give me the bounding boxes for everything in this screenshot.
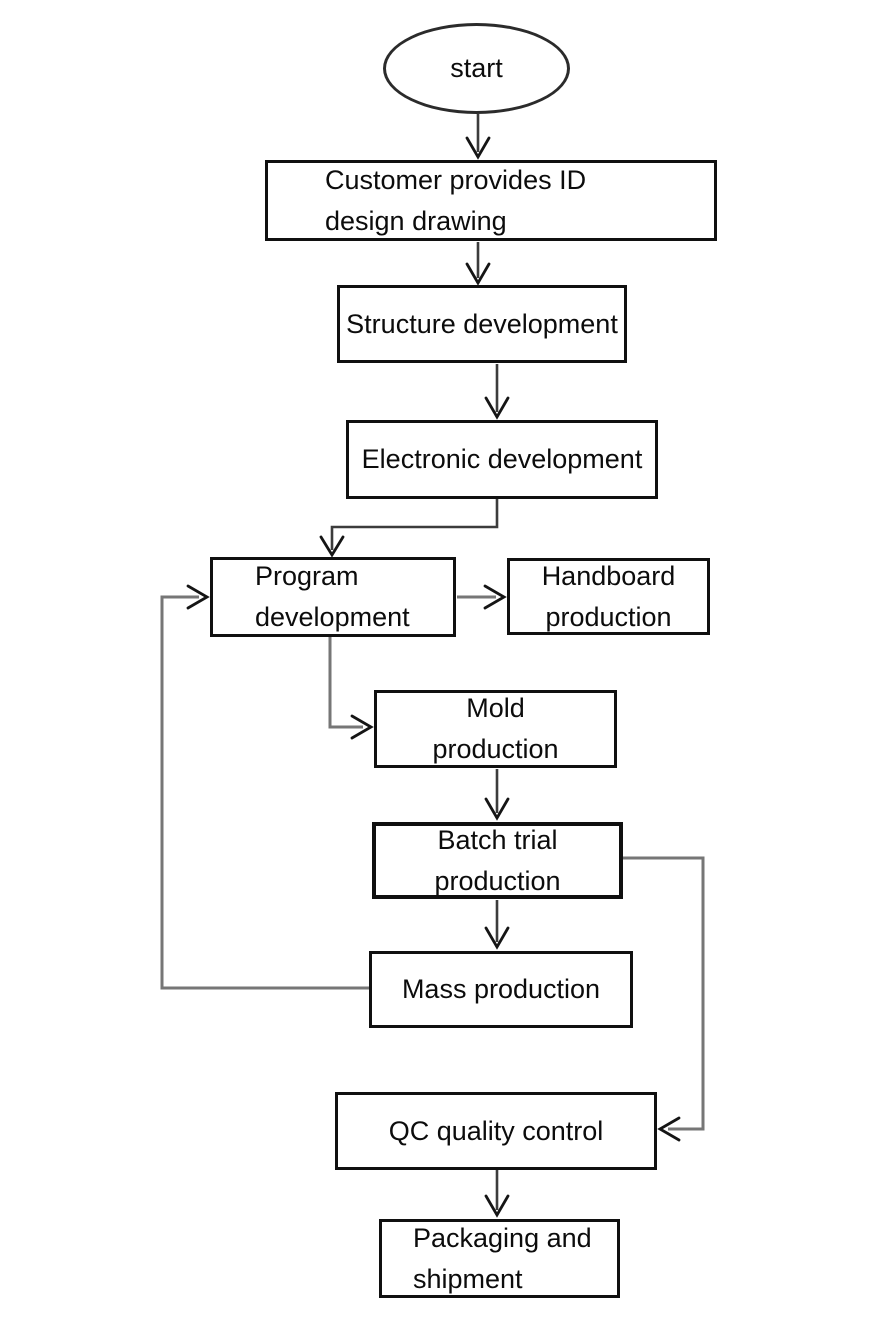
node-electronic: Electronic development [346,420,658,499]
arrowhead-mold-batch [484,797,510,821]
edge-mass-program-feedback [160,595,369,990]
node-qc: QC quality control [335,1092,657,1170]
node-structure-label: Structure development [346,308,618,339]
node-handboard-line1: Handboard [541,560,676,591]
edge-batch-qc [621,856,705,1131]
node-mold: Mold production [374,690,617,768]
node-program-line1: Program [255,561,359,591]
arrowhead-program-handboard [483,584,507,610]
arrowhead-batch-mass [484,926,510,950]
node-mass-label: Mass production [401,974,601,1004]
edge-electronic-program [330,499,499,550]
node-batch-line2: production [434,865,561,896]
node-mold-line2: production [432,734,559,764]
node-program: Program development [210,557,456,637]
node-structure: Structure development [337,285,627,363]
node-mass: Mass production [369,951,633,1028]
node-handboard: Handboard production [507,558,710,635]
arrowhead-mass-program-feedback [186,584,210,610]
arrowhead-batch-qc [657,1116,681,1142]
node-program-line2: development [255,602,410,632]
edge-program-mold [328,637,363,729]
node-customer-line1: Customer provides ID [325,164,587,195]
arrowhead-customer-structure [465,262,491,286]
node-start-label: start [450,53,503,83]
arrowhead-program-mold [350,714,374,740]
node-customer-line2: design drawing [325,205,507,236]
node-qc-label: QC quality control [388,1115,604,1146]
node-customer: Customer provides ID design drawing [265,160,717,241]
node-start: start [383,23,570,114]
arrowhead-start-customer [465,136,491,160]
node-handboard-line2: production [545,601,672,632]
arrowhead-electronic-program [319,535,345,558]
node-packaging-line1: Packaging and [413,1222,592,1253]
node-packaging-line2: shipment [413,1263,523,1294]
node-batch: Batch trial production [372,822,623,899]
arrowhead-structure-electronic [484,396,510,420]
node-electronic-label: Electronic development [361,444,643,474]
node-mold-line1: Mold [466,693,525,723]
arrowhead-qc-packaging [484,1194,510,1218]
node-packaging: Packaging and shipment [379,1219,620,1298]
node-batch-line1: Batch trial [437,824,558,855]
